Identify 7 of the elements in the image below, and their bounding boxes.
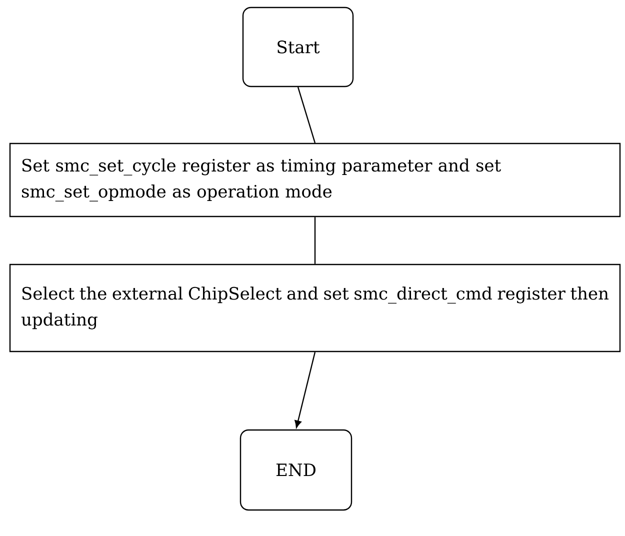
connector-line	[294, 352, 316, 428]
process-box: Set smc_set_cycle register as timing parameter and set smc_set_opmode as operation mode	[9, 142, 621, 218]
terminal-box: Start	[242, 6, 354, 88]
terminal-box: END	[240, 429, 352, 511]
process-box: Select the external ChipSelect and set smc_direct_cmd register then updating	[9, 264, 621, 352]
connector-line	[314, 217, 316, 264]
connector-line	[297, 86, 316, 144]
